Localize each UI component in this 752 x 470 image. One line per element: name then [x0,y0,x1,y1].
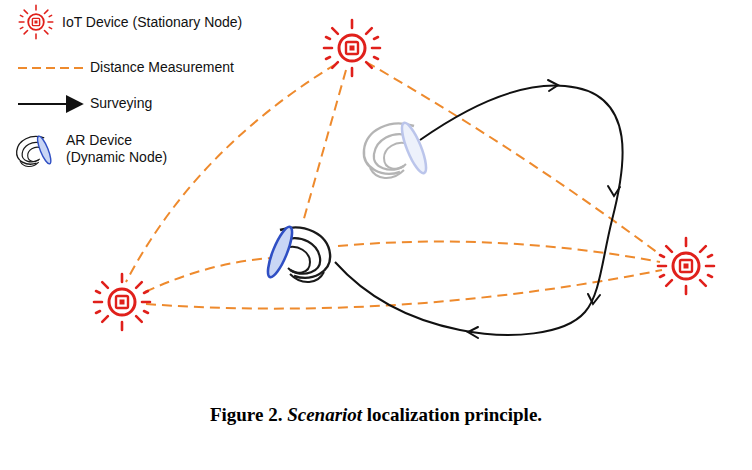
legend-ar-icon [17,135,54,167]
caption-word: localization [367,404,460,425]
caption-word [362,404,367,425]
caption-word: 2. [268,404,282,425]
ar-device [263,224,330,282]
arrowhead [608,186,620,196]
legend-dashed-line [18,67,84,69]
arrowhead [588,294,600,304]
caption-word [263,404,268,425]
legend-label: AR Device (Dynamic Node) [66,132,178,166]
caption-word [282,404,287,425]
legend-label: Surveying [90,95,152,112]
caption-word: Scenariot [287,404,362,425]
distance-line [303,70,346,222]
caption-word [460,404,465,425]
legend-label: Distance Measurement [90,59,234,76]
iot-device [658,238,714,294]
caption-word: principle. [464,404,542,425]
figure-caption: Figure 2. Scenariot localization princip… [0,404,752,426]
surveying-arrowheads [468,80,620,338]
distance-line [126,64,336,282]
caption-word: Figure [210,404,263,425]
distance-line [338,242,660,262]
surveying-path [335,86,623,335]
distance-line [146,270,662,309]
arrowhead [468,327,478,338]
legend-label: IoT Device (Stationary Node) [62,14,242,31]
legend-iot-icon [19,5,53,39]
iot-device [94,274,150,330]
distance-line [145,258,272,292]
ar-device-ghost [364,120,431,178]
iot-device [324,20,380,76]
arrowhead [548,80,558,91]
distance-lines [126,62,662,309]
legend-arrow-line [18,103,82,105]
